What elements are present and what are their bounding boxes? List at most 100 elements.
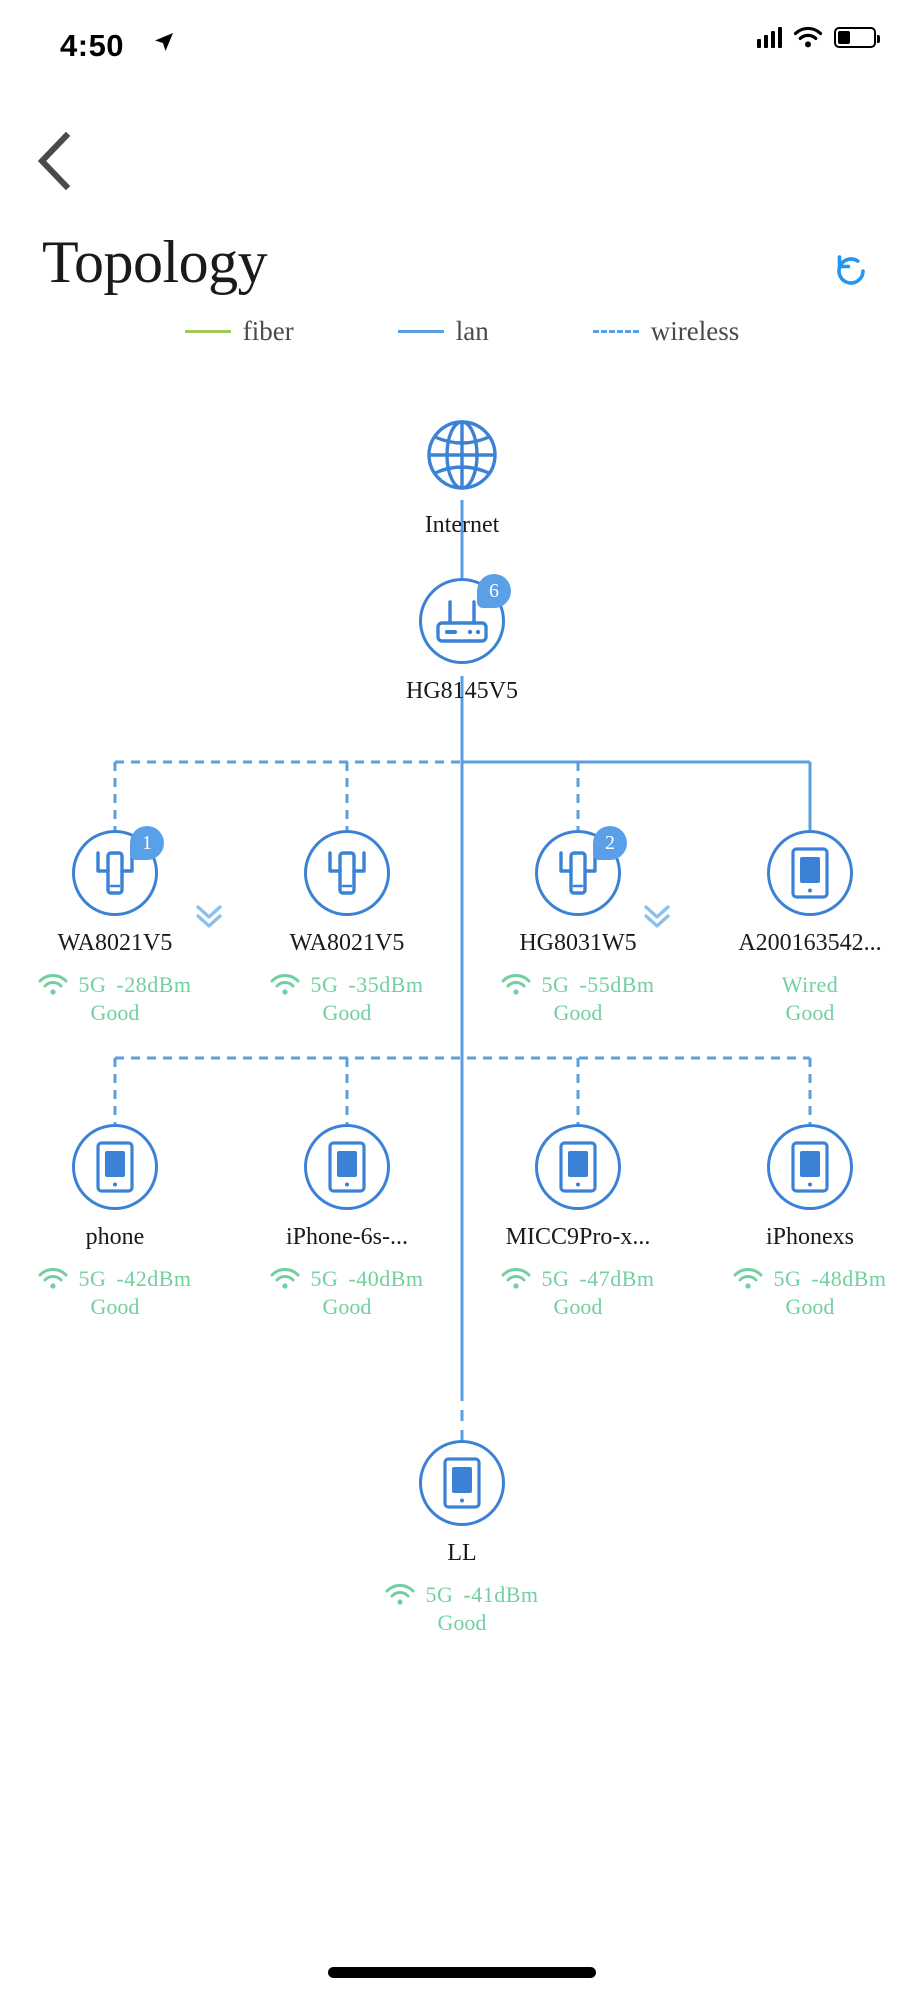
node-rssi: -47dBm — [579, 1266, 655, 1291]
node-rssi: -42dBm — [116, 1266, 192, 1291]
node-rssi: -48dBm — [811, 1266, 887, 1291]
node-ll[interactable]: LL 5G -41dBm Good — [362, 1440, 562, 1636]
node-status: 5G -48dBm Good — [710, 1265, 910, 1320]
node-band: 5G — [773, 1266, 802, 1291]
tablet-icon — [328, 1141, 366, 1193]
home-indicator — [328, 1967, 596, 1978]
node-band: 5G — [541, 972, 570, 997]
client-node-circle[interactable] — [535, 1124, 621, 1210]
node-a200163542[interactable]: A200163542... Wired Good — [710, 830, 910, 1026]
tablet-icon — [443, 1457, 481, 1509]
node-quality: Good — [90, 1293, 140, 1319]
node-internet[interactable]: Internet — [362, 412, 562, 539]
node-wa8021v5-2[interactable]: WA8021V5 5G -35dBm Good — [247, 830, 447, 1026]
node-label: HG8031W5 — [519, 930, 637, 956]
cellular-signal-icon — [757, 26, 782, 48]
node-iphonexs[interactable]: iPhonexs 5G -48dBm Good — [710, 1124, 910, 1320]
tablet-icon — [96, 1141, 134, 1193]
node-status: 5G -28dBm Good — [15, 971, 215, 1026]
node-gateway[interactable]: 6 HG8145V5 — [362, 574, 562, 705]
expand-chevron-down-icon[interactable] — [192, 898, 226, 932]
node-label: WA8021V5 — [289, 930, 405, 956]
wifi-signal-icon — [38, 973, 68, 995]
repeater-node-circle[interactable]: 1 — [72, 826, 164, 916]
node-quality: Good — [785, 1293, 835, 1319]
node-status: Wired Good — [710, 971, 910, 1026]
node-rssi: -28dBm — [116, 972, 192, 997]
legend-swatch-lan — [397, 330, 444, 333]
wifi-signal-icon — [501, 973, 531, 995]
node-label: WA8021V5 — [57, 930, 173, 956]
legend-item-fiber: fiber — [184, 316, 294, 347]
node-band: 5G — [541, 1266, 570, 1291]
repeater-node-circle[interactable]: 2 — [535, 826, 627, 916]
wifi-signal-icon — [270, 973, 300, 995]
tablet-icon — [791, 847, 829, 899]
client-node-circle[interactable] — [767, 1124, 853, 1210]
battery-icon — [834, 26, 880, 48]
legend-item-lan: lan — [397, 316, 489, 347]
node-label: MICC9Pro-x... — [505, 1224, 651, 1250]
repeater-node-circle[interactable] — [304, 830, 390, 916]
node-label: A200163542... — [738, 930, 882, 956]
node-phone[interactable]: phone 5G -42dBm Good — [15, 1124, 215, 1320]
legend-item-wireless: wireless — [592, 316, 739, 347]
globe-icon — [427, 420, 497, 490]
node-band: 5G — [310, 1266, 339, 1291]
location-arrow-icon — [155, 33, 173, 51]
node-micc9pro[interactable]: MICC9Pro-x... 5G -47dBm Good — [478, 1124, 678, 1320]
node-status: 5G -47dBm Good — [478, 1265, 678, 1320]
legend-label-fiber: fiber — [242, 316, 294, 346]
node-status: 5G -41dBm Good — [362, 1581, 562, 1636]
client-node-circle[interactable] — [419, 1440, 505, 1526]
node-status: 5G -40dBm Good — [247, 1265, 447, 1320]
node-rssi: -40dBm — [348, 1266, 424, 1291]
node-iphone-6s[interactable]: iPhone-6s-... 5G -40dBm Good — [247, 1124, 447, 1320]
status-bar: 4:50 — [0, 0, 924, 78]
router-icon — [436, 600, 488, 643]
tablet-icon — [559, 1141, 597, 1193]
back-button[interactable] — [30, 130, 82, 192]
client-node-circle[interactable] — [767, 830, 853, 916]
node-badge: 1 — [130, 826, 164, 860]
node-band: 5G — [425, 1582, 454, 1607]
wifi-signal-icon — [270, 1267, 300, 1289]
refresh-icon[interactable] — [830, 250, 872, 292]
node-quality: Good — [322, 1293, 372, 1319]
wifi-signal-icon — [38, 1267, 68, 1289]
status-bar-indicators — [757, 26, 880, 48]
client-node-circle[interactable] — [72, 1124, 158, 1210]
node-label: LL — [447, 1540, 477, 1566]
node-rssi: -41dBm — [463, 1582, 539, 1607]
expand-chevron-down-icon[interactable] — [640, 898, 674, 932]
status-bar-time: 4:50 — [60, 28, 125, 63]
node-band: 5G — [310, 972, 339, 997]
internet-node-circle[interactable] — [419, 412, 505, 498]
client-node-circle[interactable] — [304, 1124, 390, 1210]
gateway-node-circle[interactable]: 6 — [419, 574, 511, 664]
wifi-signal-icon — [385, 1583, 415, 1605]
node-hg8031w5[interactable]: 2 HG8031W5 5G -55dBm Good — [478, 826, 678, 1026]
node-quality: Good — [437, 1609, 487, 1635]
internet-node-label: Internet — [424, 512, 500, 538]
legend-swatch-wireless — [592, 330, 639, 333]
node-wa8021v5-1[interactable]: 1 WA8021V5 5G -28dBm Good — [15, 826, 215, 1026]
node-status: 5G -55dBm Good — [478, 971, 678, 1026]
node-quality: Good — [90, 999, 140, 1025]
legend-swatch-fiber — [184, 330, 231, 333]
node-status: 5G -42dBm Good — [15, 1265, 215, 1320]
node-band: 5G — [78, 1266, 107, 1291]
node-label: phone — [85, 1224, 145, 1250]
gateway-badge: 6 — [477, 574, 511, 608]
node-band: 5G — [78, 972, 107, 997]
node-status: 5G -35dBm Good — [247, 971, 447, 1026]
gateway-node-label: HG8145V5 — [406, 678, 518, 704]
wifi-icon — [793, 26, 823, 48]
node-connection-type: Wired — [781, 972, 839, 997]
legend-label-lan: lan — [455, 316, 489, 346]
node-label: iPhone-6s-... — [286, 1224, 408, 1250]
legend: fiber lan wireless — [0, 316, 924, 347]
repeater-icon — [328, 851, 366, 895]
